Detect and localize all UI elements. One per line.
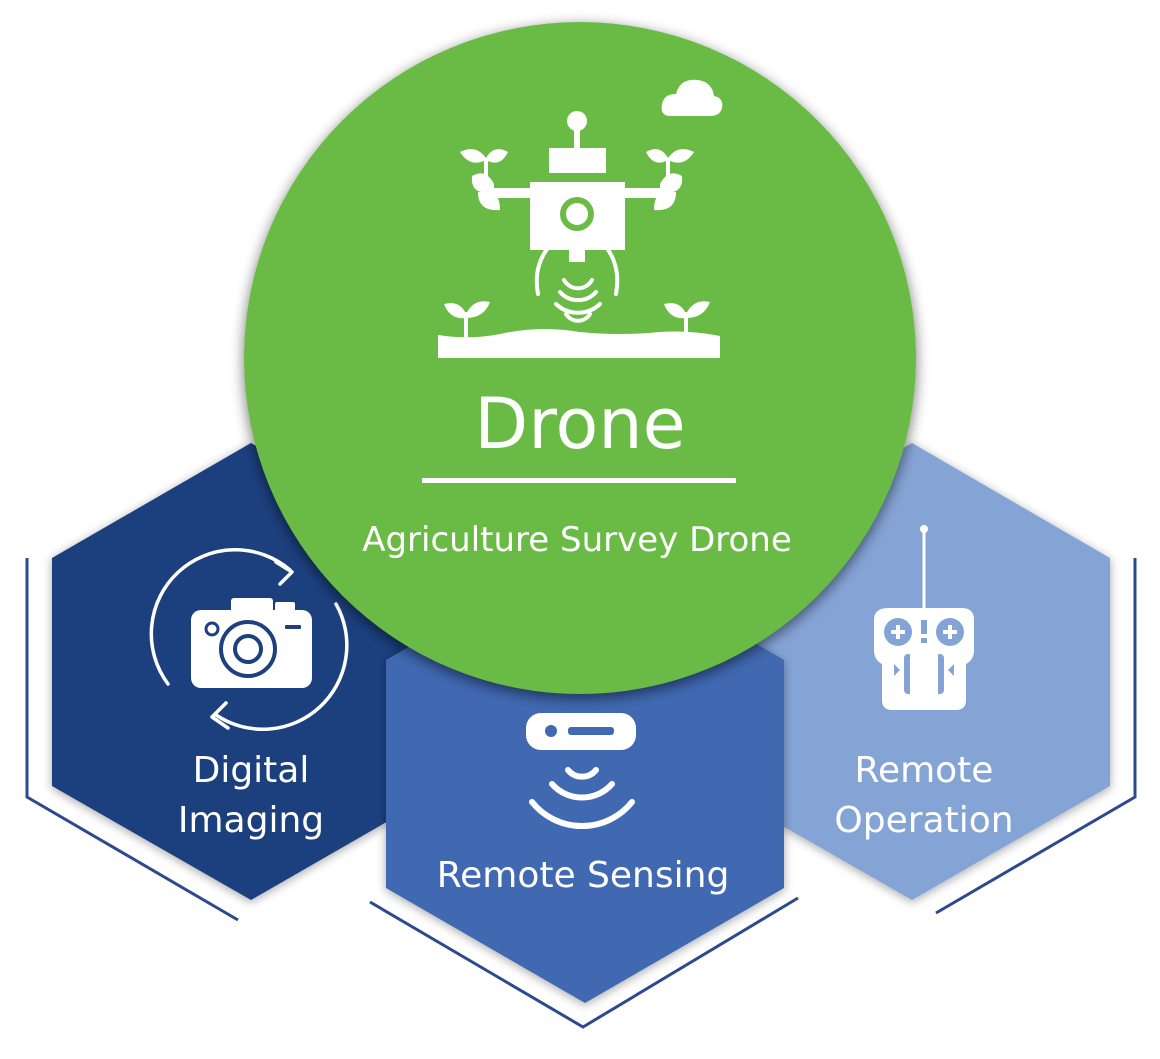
cloud-icon: [661, 79, 723, 116]
segment-label-line1: Remote Sensing: [437, 855, 730, 896]
outline-brackets: [25, 558, 1137, 1029]
right-hexagon-outline: [935, 558, 1137, 915]
center-subtitle: Agriculture Survey Drone: [362, 520, 792, 560]
agriculture-drone-icon: [438, 79, 723, 358]
center-hexagon-outline: [369, 896, 799, 1029]
segment-label-line2: Imaging: [178, 800, 324, 841]
title-divider: [422, 478, 736, 483]
camera-rotate-icon: [149, 548, 349, 731]
center-title: Drone: [474, 383, 685, 465]
center-drone-circle: Drone Agriculture Survey Drone: [244, 22, 916, 694]
left-hexagon-outline: [25, 558, 239, 922]
remote-sensor-icon: [526, 713, 636, 830]
segment-label-line2: Operation: [834, 800, 1013, 841]
camera-body: [191, 598, 312, 688]
remote-controller-icon: [874, 525, 974, 710]
segment-label-line1: Digital: [193, 750, 310, 791]
segment-label-line1: Remote: [855, 750, 994, 791]
